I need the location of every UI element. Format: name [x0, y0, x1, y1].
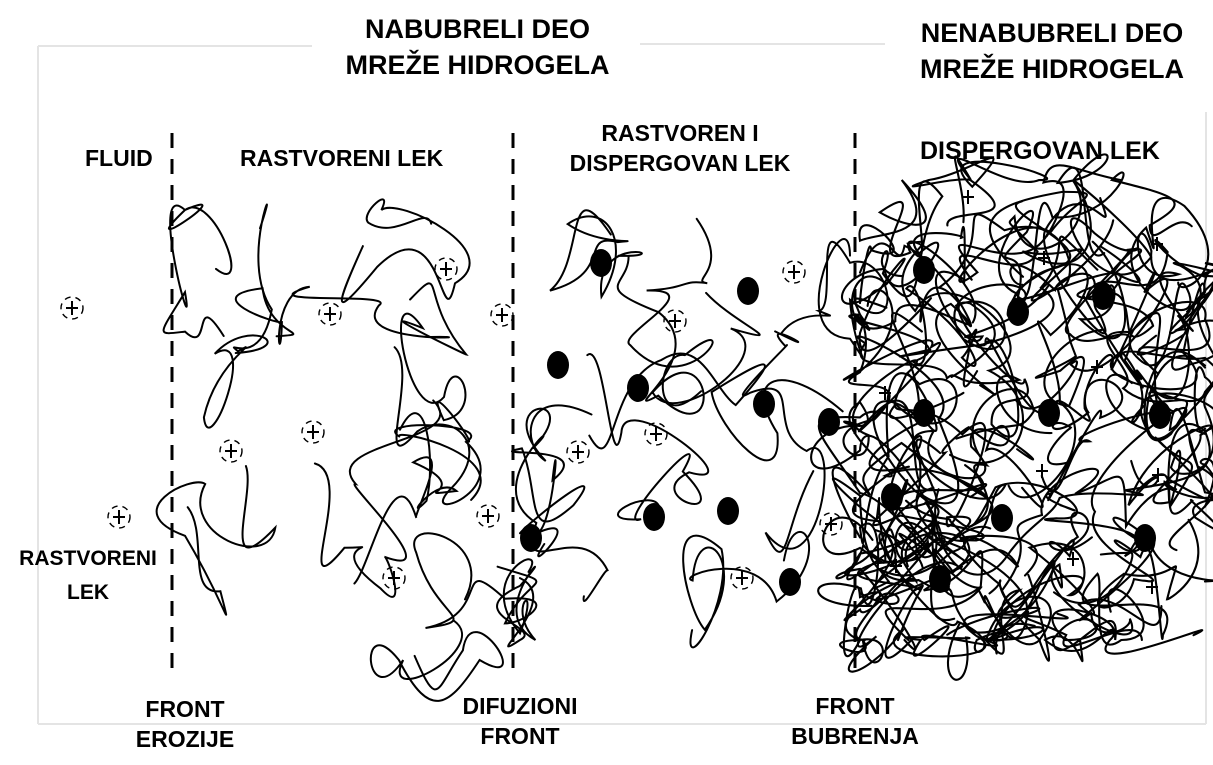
- plus-mark: [496, 308, 508, 322]
- dissolved-drug-particle: [220, 440, 242, 462]
- plus-mark: [307, 425, 319, 439]
- zone-dd-line-1: RASTVOREN I: [555, 118, 805, 148]
- dispersed-drug-dot: [913, 399, 935, 427]
- dissolved-drug-particle: [1036, 464, 1048, 478]
- dispersed-drug-dot: [717, 497, 739, 525]
- polymer-chain-swollen: [164, 205, 232, 338]
- polymer-chain-swollen: [589, 353, 842, 460]
- dispersed-drug-dot: [991, 504, 1013, 532]
- zone-label-fluid: FLUID: [85, 143, 153, 173]
- dispersed-drug-dot: [643, 503, 665, 531]
- plus-mark: [225, 444, 237, 458]
- polymer-chain-swollen: [587, 354, 708, 520]
- dispersed-drug-dot: [753, 390, 775, 418]
- dispersed-drug-dot: [1007, 298, 1029, 326]
- diffusion-front-line-2: FRONT: [440, 721, 600, 751]
- dissolved-drug-particle: [319, 303, 341, 325]
- plus-mark: [388, 571, 400, 585]
- plus-mark: [482, 509, 494, 523]
- plus-mark: [66, 301, 78, 315]
- polymer-chain-swollen: [342, 199, 470, 302]
- erosion-front-line-1: FRONT: [110, 694, 260, 724]
- zone-label-dissolved: RASTVORENI LEK: [240, 143, 443, 173]
- polymer-network: [157, 154, 1213, 701]
- zone-fluid-text: FLUID: [85, 143, 153, 173]
- dissolved-drug-particle: [783, 261, 805, 283]
- polymer-chain-swollen: [157, 466, 276, 615]
- dissolved-drug-particle: [435, 258, 457, 280]
- dispersed-drug-dot: [737, 277, 759, 305]
- dispersed-drug-dot: [590, 249, 612, 277]
- fluid-dissolved-drug-label: RASTVORENI LEK: [8, 542, 168, 609]
- zone-dd-line-2: DISPERGOVAN LEK: [555, 148, 805, 178]
- polymer-chain-swollen: [743, 331, 825, 551]
- polymer-chain-dense: [1058, 154, 1151, 282]
- dispersed-drug-dot: [547, 351, 569, 379]
- plus-mark: [572, 445, 584, 459]
- plus-mark: [1036, 464, 1048, 478]
- dispersed-drug-dot: [1038, 399, 1060, 427]
- diffusion-front-label: DIFUZIONI FRONT: [440, 691, 600, 752]
- diffusion-front-line-1: DIFUZIONI: [440, 691, 600, 721]
- swelling-front-line-2: BUBRENJA: [775, 721, 935, 751]
- dispersed-drug-dot: [520, 524, 542, 552]
- polymer-chain-swollen: [401, 283, 469, 441]
- swelling-front-line-1: FRONT: [775, 691, 935, 721]
- side-label-line-1: RASTVORENI: [8, 542, 168, 576]
- dispersed-drug-dot: [627, 374, 649, 402]
- swollen-part-header: NABUBRELI DEO MREŽE HIDROGELA: [315, 12, 640, 83]
- dissolved-drug-particle: [567, 441, 589, 463]
- dissolved-drug-particle: [61, 297, 83, 319]
- plus-mark: [1152, 468, 1164, 482]
- dissolved-drug-particle: [820, 513, 842, 535]
- polymer-chain-swollen: [395, 347, 481, 504]
- polymer-chain-swollen: [781, 239, 887, 357]
- polymer-chain-swollen: [414, 533, 536, 628]
- front-lines: [172, 133, 855, 668]
- erosion-front-line-2: EROZIJE: [110, 724, 260, 754]
- dispersed-drug-dot: [818, 408, 840, 436]
- polymer-chain-swollen: [371, 621, 503, 701]
- dispersed-drug-dot: [1092, 282, 1114, 310]
- plus-mark: [736, 571, 748, 585]
- swelling-front-label: FRONT BUBRENJA: [775, 691, 935, 752]
- unswollen-header-line-2: MREŽE HIDROGELA: [902, 52, 1202, 88]
- dissolved-drug-particle: [1152, 468, 1164, 482]
- dissolved-drug-particle: [491, 304, 513, 326]
- unswollen-part-header: NENABUBRELI DEO MREŽE HIDROGELA: [902, 16, 1202, 87]
- plus-mark: [324, 307, 336, 321]
- unswollen-header-line-1: NENABUBRELI DEO: [902, 16, 1202, 52]
- zone-dissolved-text: RASTVORENI LEK: [240, 143, 443, 173]
- plus-mark: [113, 510, 125, 524]
- dispersed-drug-dot: [913, 256, 935, 284]
- dispersed-drug-dot: [779, 568, 801, 596]
- side-label-line-2: LEK: [8, 576, 168, 610]
- dispersed-drug-dot: [1134, 524, 1156, 552]
- dissolved-drug-particle: [302, 421, 324, 443]
- dissolved-drug-particle: [477, 505, 499, 527]
- erosion-front-label: FRONT EROZIJE: [110, 694, 260, 755]
- swollen-header-line-1: NABUBRELI DEO: [315, 12, 640, 48]
- swollen-header-line-2: MREŽE HIDROGELA: [315, 48, 640, 84]
- zone-dispersed-text: DISPERGOVAN LEK: [920, 135, 1160, 168]
- dissolved-drug-particle: [108, 506, 130, 528]
- plus-mark: [788, 265, 800, 279]
- plus-mark: [440, 262, 452, 276]
- dispersed-drug-dot: [1149, 401, 1171, 429]
- zone-label-dispersed: DISPERGOVAN LEK: [920, 135, 1160, 168]
- dispersed-drug-dot: [881, 483, 903, 511]
- dispersed-drug-dot: [929, 565, 951, 593]
- zone-label-dissolved-dispersed: RASTVOREN I DISPERGOVAN LEK: [555, 118, 805, 179]
